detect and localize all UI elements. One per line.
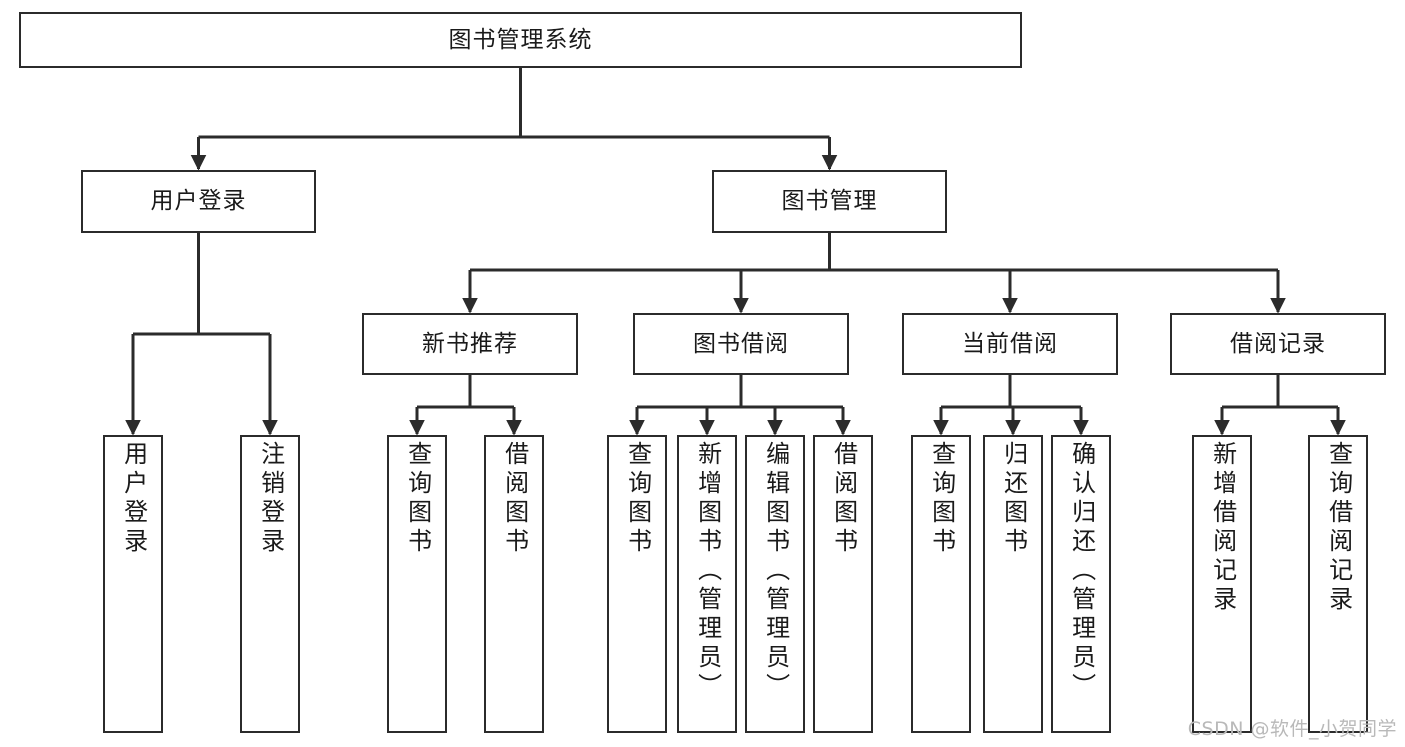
node-new-book-recommend[interactable]: 新书推荐 <box>362 313 578 375</box>
node-label: 借阅记录 <box>1230 330 1326 357</box>
node-label: 借阅图书 <box>500 441 529 557</box>
node-borrow-add-book[interactable]: 新增图书（管理员） <box>677 435 737 733</box>
node-book-borrow[interactable]: 图书借阅 <box>633 313 849 375</box>
node-cur-confirm-return[interactable]: 确认归还（管理员） <box>1051 435 1111 733</box>
node-label: 查询图书 <box>403 441 432 557</box>
node-label: 查询图书 <box>623 441 652 557</box>
node-rec-query-record[interactable]: 查询借阅记录 <box>1308 435 1368 733</box>
node-current-borrow[interactable]: 当前借阅 <box>902 313 1118 375</box>
node-label: 新增图书（管理员） <box>693 441 722 702</box>
node-label: 归还图书 <box>999 441 1028 557</box>
node-label: 借阅图书 <box>829 441 858 557</box>
node-label: 新增借阅记录 <box>1208 441 1237 615</box>
node-user-login[interactable]: 用户登录 <box>81 170 316 233</box>
node-cur-query-book[interactable]: 查询图书 <box>911 435 971 733</box>
node-label: 当前借阅 <box>962 330 1058 357</box>
node-label: 新书推荐 <box>422 330 518 357</box>
node-borrow-edit-book[interactable]: 编辑图书（管理员） <box>745 435 805 733</box>
node-cur-return-book[interactable]: 归还图书 <box>983 435 1043 733</box>
node-root[interactable]: 图书管理系统 <box>19 12 1022 68</box>
watermark-text: CSDN @软件_小贺同学 <box>1187 718 1397 740</box>
node-label: 图书管理 <box>781 188 878 214</box>
node-label: 图书借阅 <box>693 330 789 357</box>
node-label: 查询图书 <box>927 441 956 557</box>
node-book-manage[interactable]: 图书管理 <box>712 170 947 233</box>
node-label: 用户登录 <box>119 441 148 557</box>
node-label: 用户登录 <box>150 188 247 214</box>
node-rec-query-book[interactable]: 查询图书 <box>387 435 447 733</box>
node-user-login-do[interactable]: 用户登录 <box>103 435 163 733</box>
node-rec-borrow-book[interactable]: 借阅图书 <box>484 435 544 733</box>
node-label: 编辑图书（管理员） <box>761 441 790 702</box>
node-label: 查询借阅记录 <box>1324 441 1353 615</box>
node-borrow-query-book[interactable]: 查询图书 <box>607 435 667 733</box>
node-label: 图书管理系统 <box>448 26 593 53</box>
node-label: 确认归还（管理员） <box>1067 441 1096 702</box>
node-borrow-record[interactable]: 借阅记录 <box>1170 313 1386 375</box>
node-borrow-borrow-book[interactable]: 借阅图书 <box>813 435 873 733</box>
node-label: 注销登录 <box>256 441 285 557</box>
node-user-logout[interactable]: 注销登录 <box>240 435 300 733</box>
node-rec-add-record[interactable]: 新增借阅记录 <box>1192 435 1252 733</box>
